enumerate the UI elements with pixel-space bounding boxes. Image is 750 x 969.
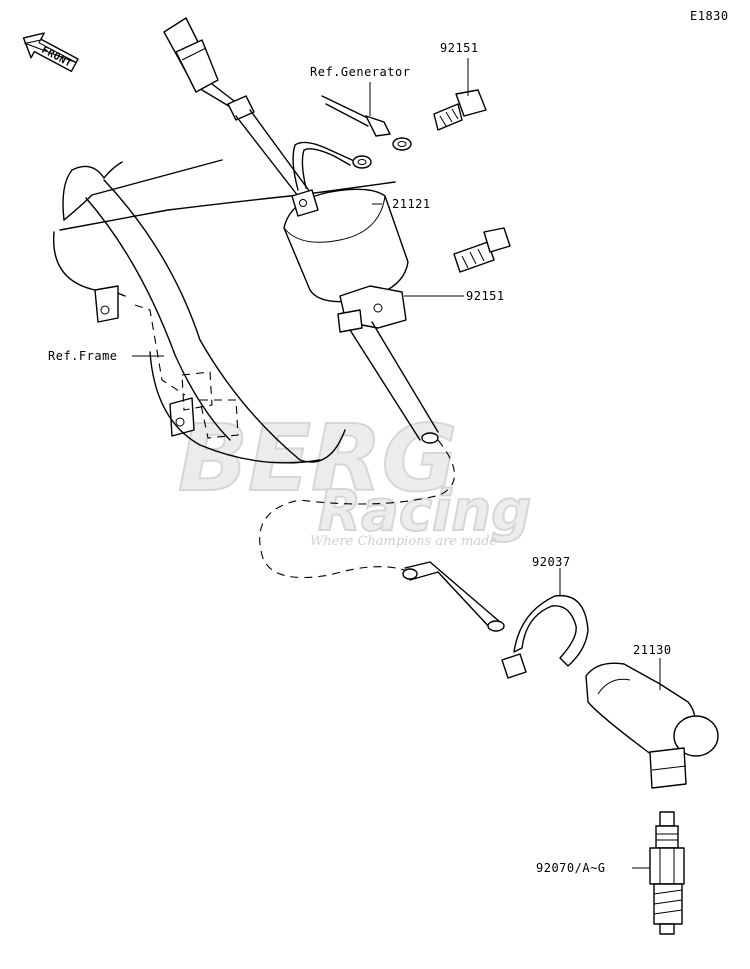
watermark-tagline: Where Champions are made [310, 534, 498, 549]
connector-plug [163, 17, 311, 197]
bolt-upper [433, 89, 487, 131]
callout-plug-cap: 21130 [633, 643, 672, 657]
watermark-line2: Racing [318, 479, 531, 544]
watermark-line1: BERG [178, 405, 457, 512]
callout-ignition-coil: 21121 [392, 197, 431, 211]
generator-wire [321, 95, 412, 151]
watermark: BERG Racing Where Champions are made [177, 404, 532, 549]
callout-bolt-upper: 92151 [440, 41, 479, 55]
cable-loop [259, 439, 505, 632]
callout-ref-generator: Ref.Generator [310, 65, 410, 79]
callout-spark-plug: 92070/A~G [536, 861, 606, 875]
ground-wire [292, 141, 372, 191]
callout-bolt-lower: 92151 [466, 289, 505, 303]
clamp [501, 594, 589, 679]
callout-ref-frame: Ref.Frame [48, 349, 118, 363]
front-arrow-icon: FRONT [22, 32, 79, 73]
diagram-code: E1830 [690, 9, 729, 23]
callout-clamp: 92037 [532, 555, 571, 569]
spark-plug [649, 811, 685, 935]
plug-cap [585, 662, 719, 789]
callout-leaders [132, 58, 661, 869]
ignition-coil [283, 188, 439, 444]
bolt-lower [453, 227, 511, 273]
